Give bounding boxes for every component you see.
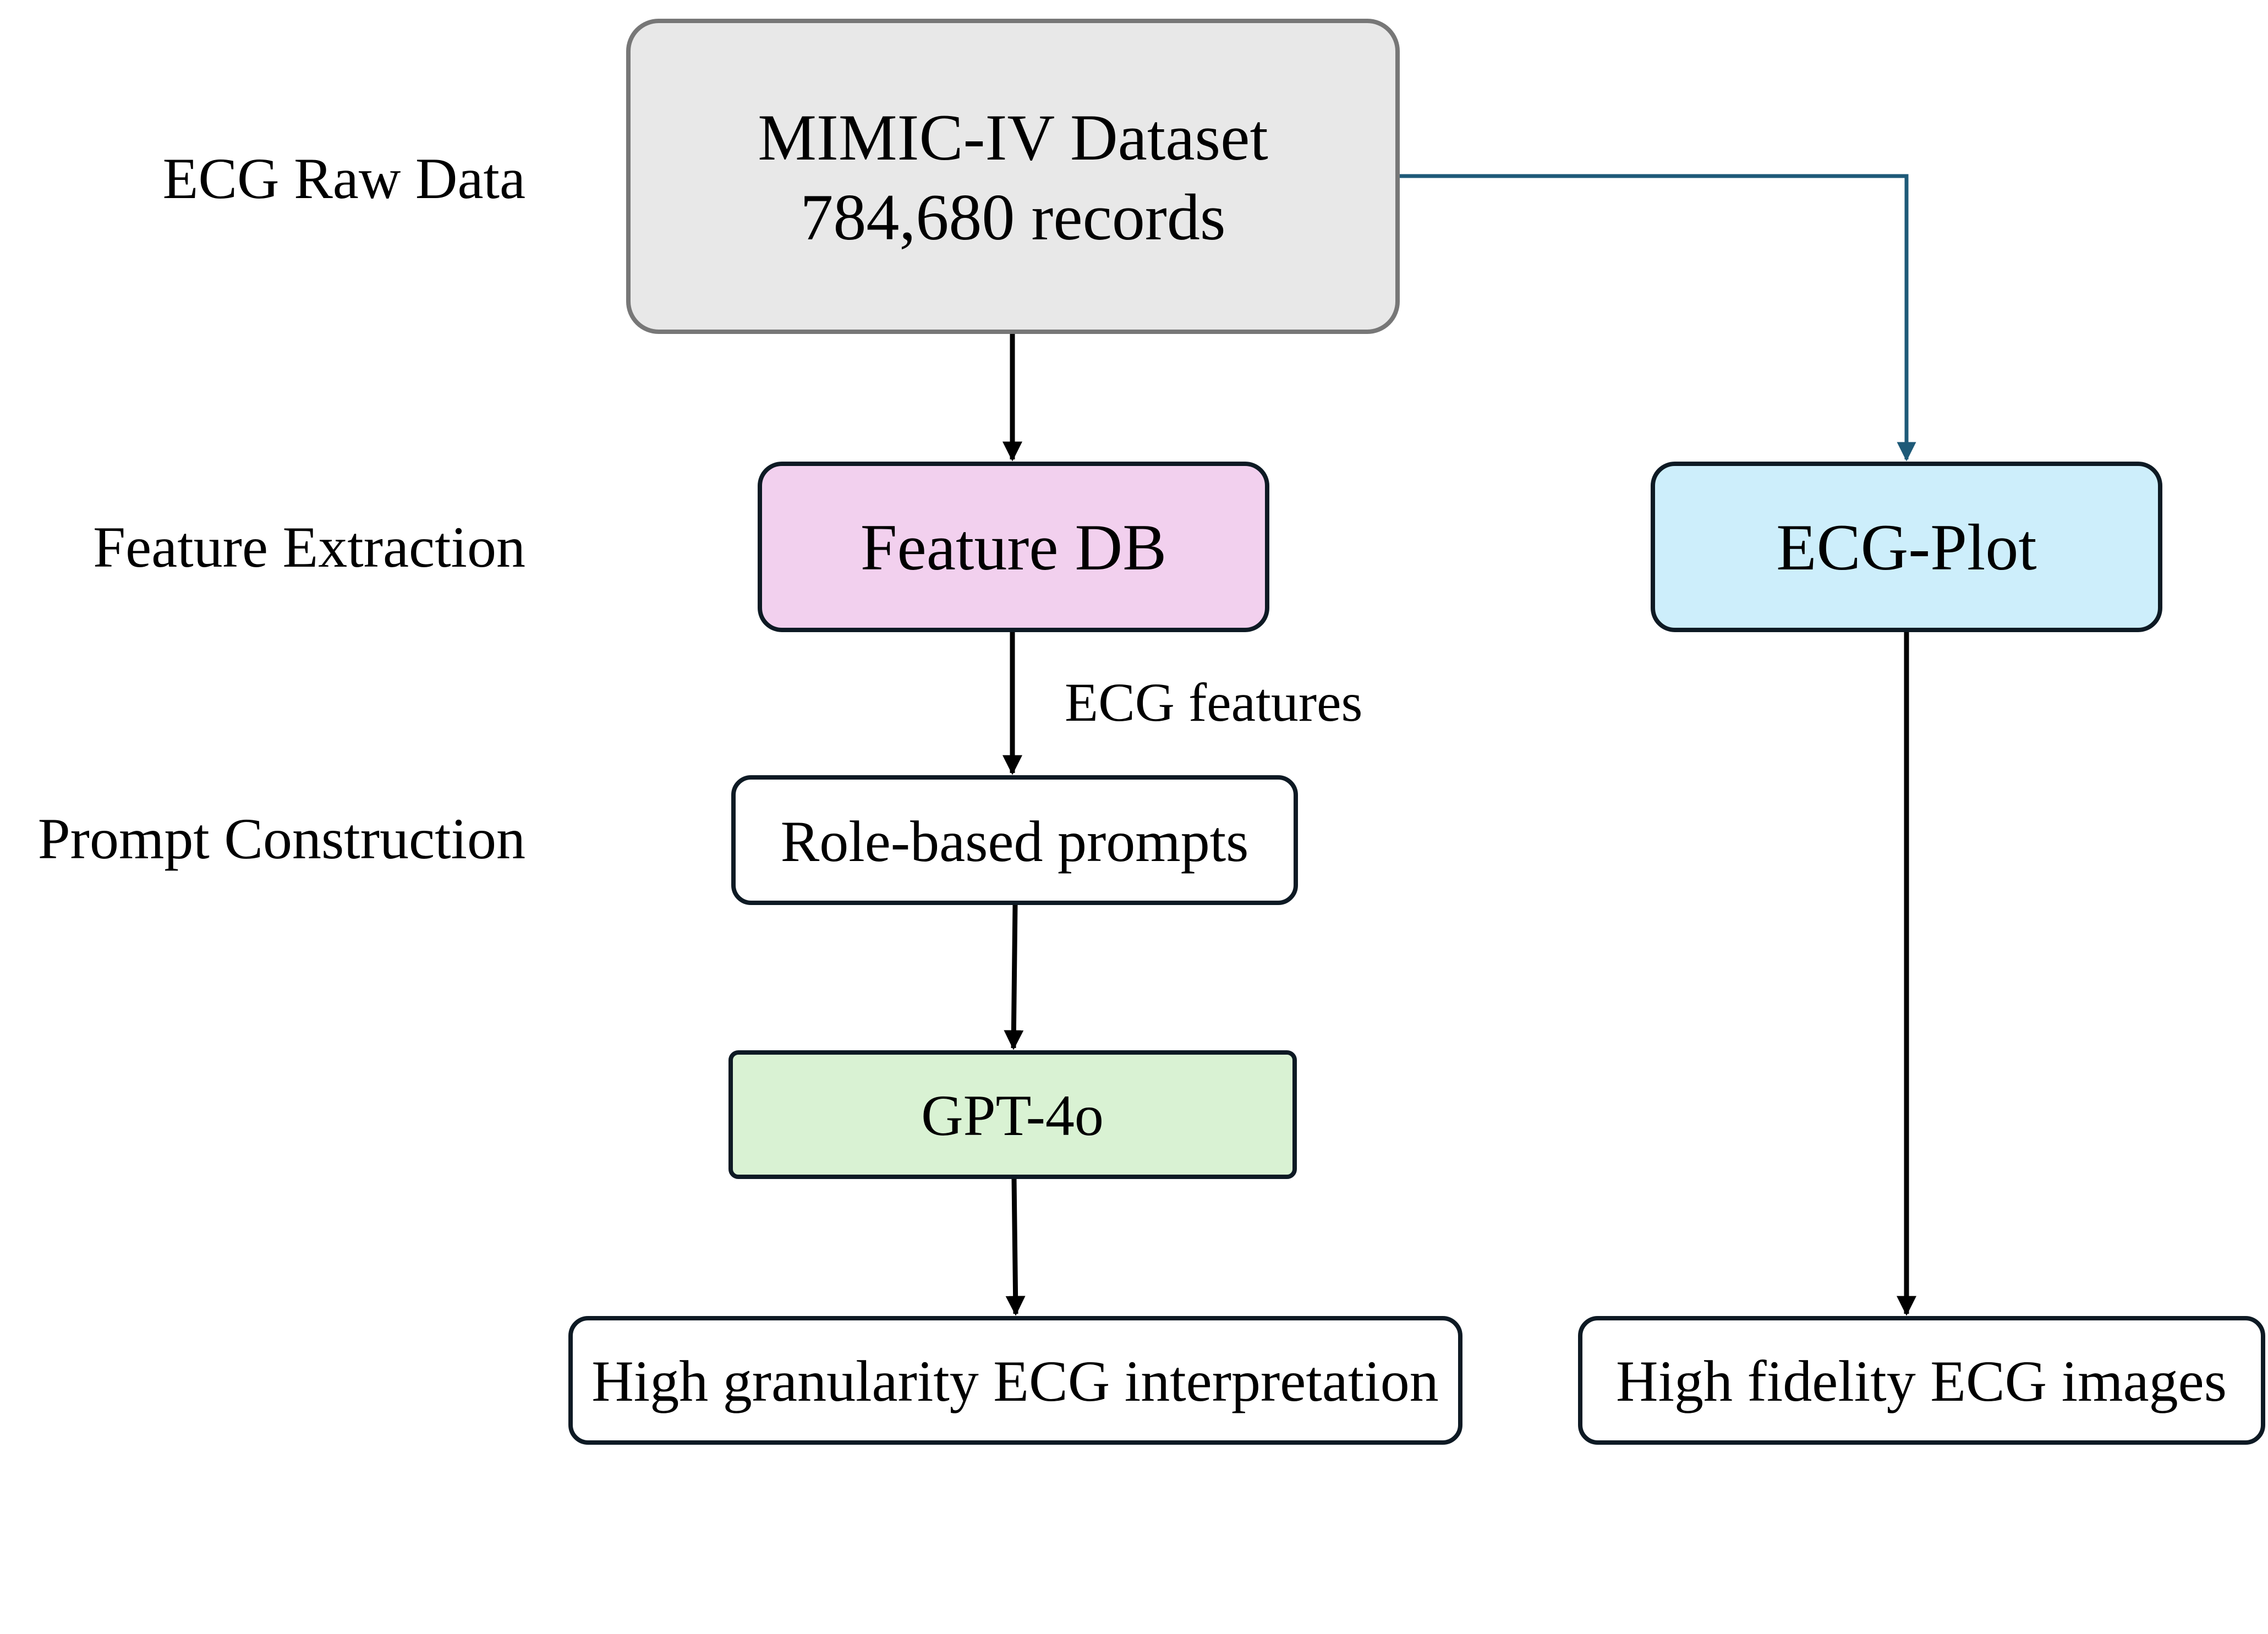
node-ecg-plot: ECG-Plot [1651, 462, 2162, 632]
node-ecg-images: High fidelity ECG images [1578, 1316, 2265, 1445]
node-mimic-count: 784,680 records [800, 180, 1225, 254]
stage-label-prompt-construction: Prompt Construction [38, 807, 525, 871]
node-ecg-images-label: High fidelity ECG images [1616, 1349, 2227, 1413]
node-ecg-interpretation: High granularity ECG interpretation [568, 1316, 1462, 1445]
node-mimic-title: MIMIC-IV Dataset [758, 101, 1268, 174]
node-gpt4o: GPT-4o [728, 1050, 1297, 1179]
arrow-gpt4o-to-interpretation [1005, 1178, 1026, 1316]
node-mimic-dataset: MIMIC-IV Dataset 784,680 records [626, 19, 1400, 334]
stage-label-raw-data: ECG Raw Data [163, 146, 525, 211]
stage-label-feature-extraction: Feature Extraction [93, 515, 525, 579]
node-feature-db-label: Feature DB [861, 511, 1167, 584]
node-feature-db: Feature DB [758, 462, 1269, 632]
node-ecg-plot-label: ECG-Plot [1776, 511, 2036, 584]
node-gpt4o-label: GPT-4o [921, 1083, 1104, 1148]
arrow-mimic-to-ecg-plot [1398, 174, 1916, 462]
node-ecg-interpretation-label: High granularity ECG interpretation [591, 1349, 1439, 1413]
edge-label-ecg-features: ECG features [1065, 672, 1362, 733]
arrow-prompts-to-gpt4o [1004, 903, 1024, 1050]
node-role-based-prompts-label: Role-based prompts [781, 809, 1249, 874]
node-role-based-prompts: Role-based prompts [731, 775, 1298, 905]
